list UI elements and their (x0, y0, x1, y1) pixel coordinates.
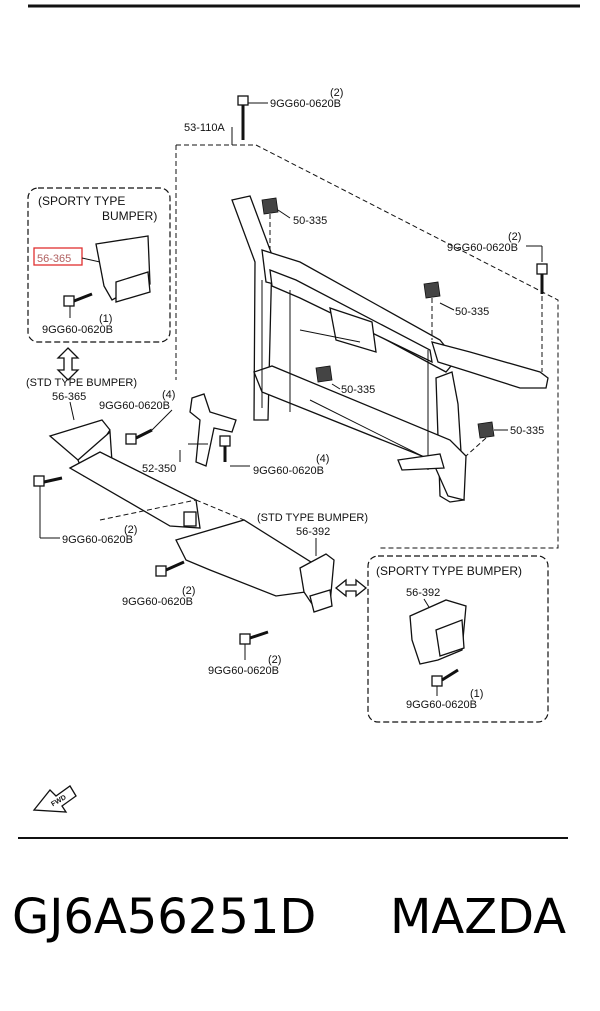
center-bolt-code: 9GG60-0620B (253, 465, 324, 477)
right-bolt (526, 245, 548, 372)
highlighted-part: 56-365 (37, 253, 71, 265)
sporty-bolt-code: 9GG60-0620B (42, 324, 113, 336)
top-bolt-code: 9GG60-0620B (270, 98, 341, 110)
fwd-arrow-icon (32, 785, 77, 813)
lower-bolt-code: 9GG60-0620B (122, 596, 193, 608)
std-part-left: 56-365 (52, 391, 86, 403)
std-bumper-title-right: (STD TYPE BUMPER) (257, 512, 368, 524)
bracket-bolt-code: 9GG60-0620B (99, 400, 170, 412)
clip-3 (315, 365, 341, 390)
footer-part-number: GJ6A56251D (12, 889, 317, 945)
footer-brand: MAZDA (390, 889, 567, 945)
sporty-deflector-right (409, 599, 467, 665)
sporty-bolt-left (63, 292, 93, 318)
sporty-right-part: 56-392 (406, 587, 440, 599)
sporty-right-bolt-qty: (1) (470, 688, 483, 700)
std-part-right: 56-392 (296, 526, 330, 538)
center-bolt (219, 435, 250, 467)
left-bolt (33, 475, 63, 539)
clip-ref-4: 50-335 (510, 425, 544, 437)
bottom-bolt-code: 9GG60-0620B (208, 665, 279, 677)
clip-4 (477, 421, 508, 439)
bracket-bolt-qty: (4) (162, 389, 175, 401)
right-bolt-code: 9GG60-0620B (447, 242, 518, 254)
clip-2 (423, 281, 455, 311)
sporty-box-left (27, 187, 171, 343)
clip-ref-2: 50-335 (455, 306, 489, 318)
radiator-support-frame (231, 195, 549, 503)
sporty-box-right (367, 555, 549, 723)
bracket-bolt (125, 409, 173, 445)
clip-ref-3: 50-335 (341, 384, 375, 396)
alternate-arrow-left (56, 347, 80, 381)
sporty-bolt-qty: (1) (99, 313, 112, 325)
sporty-box-title-l2: BUMPER) (102, 209, 157, 223)
std-deflector-right (299, 553, 335, 613)
assembly-ref: 53-110A (184, 122, 225, 134)
sporty-box-title-l1: (SPORTY TYPE (38, 194, 125, 208)
bracket-ref: 52-350 (142, 463, 176, 475)
bottom-bolt (239, 630, 269, 660)
sporty-bolt-right (431, 668, 459, 696)
lower-bolt (155, 560, 185, 577)
right-bolt-qty: (2) (508, 231, 521, 243)
top-bolt-qty: (2) (330, 87, 343, 99)
left-bolt-qty: (2) (124, 524, 137, 536)
alternate-arrow-right (334, 578, 368, 598)
part-highlight (33, 247, 83, 266)
sporty-deflector-left (95, 235, 151, 303)
under-cover-panel (68, 451, 331, 597)
sporty-right-bolt-code: 9GG60-0620B (406, 699, 477, 711)
sporty-right-title: (SPORTY TYPE BUMPER) (376, 564, 522, 578)
clip-1 (261, 197, 291, 219)
center-bolt-qty: (4) (316, 453, 329, 465)
bottom-bolt-qty: (2) (268, 654, 281, 666)
top-bolt (237, 95, 268, 140)
left-bolt-code: 9GG60-0620B (62, 534, 133, 546)
clip-ref-1: 50-335 (293, 215, 327, 227)
lower-bolt-qty: (2) (182, 585, 195, 597)
bracket-52-350 (188, 393, 237, 467)
std-bumper-title: (STD TYPE BUMPER) (26, 377, 137, 389)
